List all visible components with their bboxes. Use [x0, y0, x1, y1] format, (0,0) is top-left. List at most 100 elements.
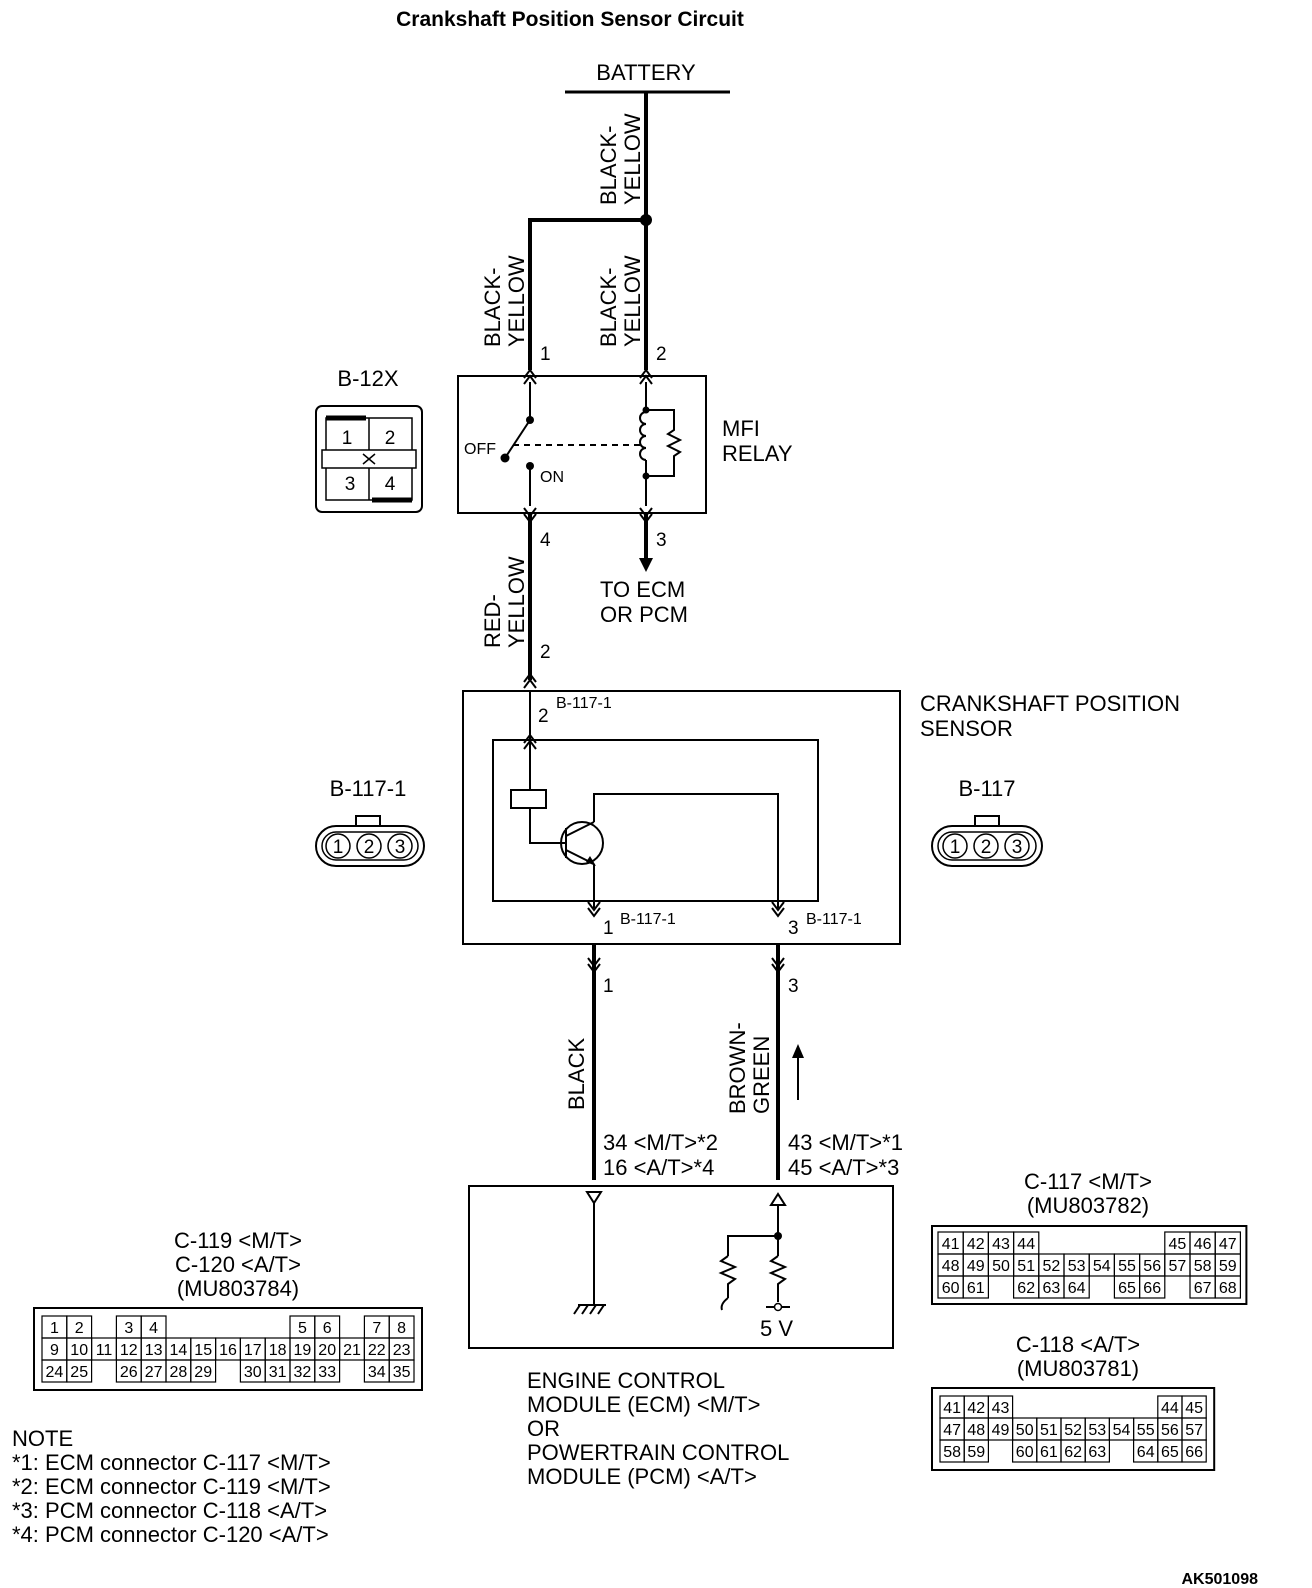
svg-text:1: 1 — [950, 837, 961, 858]
svg-text:C-119 <M/T>: C-119 <M/T> — [174, 1228, 302, 1253]
pin-number: 22 — [368, 1342, 386, 1359]
svg-text:POWERTRAIN CONTROL: POWERTRAIN CONTROL — [527, 1440, 789, 1465]
pin-number: 60 — [1016, 1444, 1034, 1461]
pin-number: 66 — [1185, 1444, 1203, 1461]
svg-text:3: 3 — [345, 474, 356, 495]
svg-text:YELLOW: YELLOW — [504, 556, 529, 648]
svg-text:MODULE (ECM) <M/T>: MODULE (ECM) <M/T> — [527, 1392, 760, 1417]
pin-number: 51 — [1040, 1422, 1058, 1439]
pin-number: 19 — [294, 1342, 312, 1359]
pin-number: 67 — [1194, 1280, 1212, 1297]
pin-number: 5 — [298, 1320, 307, 1337]
note-line: *4: PCM connector C-120 <A/T> — [12, 1522, 329, 1547]
pin-number: 26 — [120, 1364, 138, 1381]
svg-text:OR: OR — [527, 1416, 560, 1441]
sensor-pin-3: 3 — [788, 918, 799, 939]
sensor-pin-1-tag: B-117-1 — [620, 911, 676, 928]
pin-number: 43 — [992, 1400, 1010, 1417]
pin-number: 27 — [145, 1364, 163, 1381]
pin-cell — [1114, 1232, 1139, 1254]
pin-number: 49 — [967, 1258, 985, 1275]
pin-cell — [962, 1275, 990, 1299]
note-heading: NOTE — [12, 1426, 73, 1451]
pin-cell — [1064, 1232, 1089, 1254]
pin-number: 47 — [943, 1422, 961, 1439]
pin-cell — [265, 1316, 290, 1338]
pin-number: 55 — [1137, 1422, 1155, 1439]
svg-text:GREEN: GREEN — [749, 1036, 774, 1114]
pin-number: 51 — [1017, 1258, 1035, 1275]
ecm-internal — [573, 1191, 790, 1315]
diagram-title: Crankshaft Position Sensor Circuit — [396, 8, 744, 31]
b117-1-label: B-117-1 — [330, 776, 407, 801]
pin-number: 50 — [992, 1258, 1010, 1275]
pin-number: 55 — [1118, 1258, 1136, 1275]
sensor-name-1: CRANKSHAFT POSITION — [920, 691, 1180, 716]
svg-text:3: 3 — [395, 837, 406, 858]
pin-number: 8 — [397, 1320, 406, 1337]
relay-switch — [504, 382, 640, 506]
note-line: *1: ECM connector C-117 <M/T> — [12, 1450, 331, 1475]
svg-text:2: 2 — [981, 837, 992, 858]
svg-text:BLACK-: BLACK- — [596, 268, 621, 347]
pin-number: 31 — [269, 1364, 287, 1381]
pin-cell — [988, 1276, 1013, 1298]
pin-cell — [191, 1316, 216, 1338]
pin-number: 59 — [1219, 1258, 1237, 1275]
pin-cell — [1039, 1232, 1064, 1254]
battery-wires — [528, 92, 648, 370]
relay-pin-1: 1 — [540, 344, 551, 365]
pin-number: 17 — [244, 1342, 262, 1359]
pin-number: 35 — [393, 1364, 411, 1381]
pin-number: 10 — [70, 1342, 88, 1359]
c119-label: C-119 <M/T> C-120 <A/T> (MU803784) — [174, 1228, 302, 1301]
pin-cell — [1085, 1396, 1109, 1418]
b117-1-connector: 1 2 3 — [315, 815, 425, 867]
svg-text:BLACK-: BLACK- — [480, 268, 505, 347]
pin-number: 28 — [170, 1364, 188, 1381]
pin-number: 44 — [1161, 1400, 1179, 1417]
pin-cell — [1089, 1276, 1114, 1298]
pin-cell — [92, 1360, 117, 1382]
mfi-relay-label-2: RELAY — [722, 441, 793, 466]
svg-text:C-118 <A/T>: C-118 <A/T> — [1016, 1332, 1140, 1357]
pin-number: 48 — [967, 1422, 985, 1439]
pin-number: 15 — [194, 1342, 212, 1359]
b117-connector: 1 2 3 — [931, 815, 1043, 867]
pin-number: 52 — [1043, 1258, 1061, 1275]
svg-text:YELLOW: YELLOW — [620, 113, 645, 205]
pin-number: 56 — [1161, 1422, 1179, 1439]
pin-number: 45 — [1185, 1400, 1203, 1417]
pin-number: 18 — [269, 1342, 287, 1359]
sensor-name-2: SENSOR — [920, 716, 1013, 741]
pin-cell — [166, 1316, 191, 1338]
pin-number: 41 — [942, 1236, 960, 1253]
connector-outline — [33, 1307, 423, 1391]
svg-text:1: 1 — [333, 837, 344, 858]
pin-number: 46 — [1194, 1236, 1212, 1253]
pin-number: 6 — [323, 1320, 332, 1337]
pin-cell — [963, 1439, 990, 1463]
svg-text:BLACK-: BLACK- — [596, 126, 621, 205]
svg-text:RED-: RED- — [480, 594, 505, 648]
sensor-inner-box — [492, 739, 819, 902]
pin-number: 64 — [1137, 1444, 1155, 1461]
relay-off-label: OFF — [464, 441, 496, 458]
pin-number: 61 — [1040, 1444, 1058, 1461]
ecm-pin-right-1: 43 <M/T>*1 — [788, 1130, 903, 1155]
pin-cell — [1109, 1440, 1133, 1462]
svg-text:MODULE (PCM) <A/T>: MODULE (PCM) <A/T> — [527, 1464, 757, 1489]
ecm-pin-left-2: 16 <A/T>*4 — [603, 1155, 714, 1180]
wire-label-bat-right: BLACK- YELLOW — [596, 255, 645, 347]
wire-label-bat-left: BLACK- YELLOW — [480, 255, 529, 347]
wire-label-black: BLACK — [564, 1038, 589, 1110]
pin-number: 34 — [368, 1364, 386, 1381]
pin-cell — [1140, 1232, 1165, 1254]
sensor-pin-3-tag: B-117-1 — [806, 911, 862, 928]
svg-text:(MU803782): (MU803782) — [1027, 1193, 1149, 1218]
sensor-pin-2: 2 — [538, 706, 549, 727]
pin-cell — [1109, 1396, 1133, 1418]
pin-number: 24 — [46, 1364, 64, 1381]
